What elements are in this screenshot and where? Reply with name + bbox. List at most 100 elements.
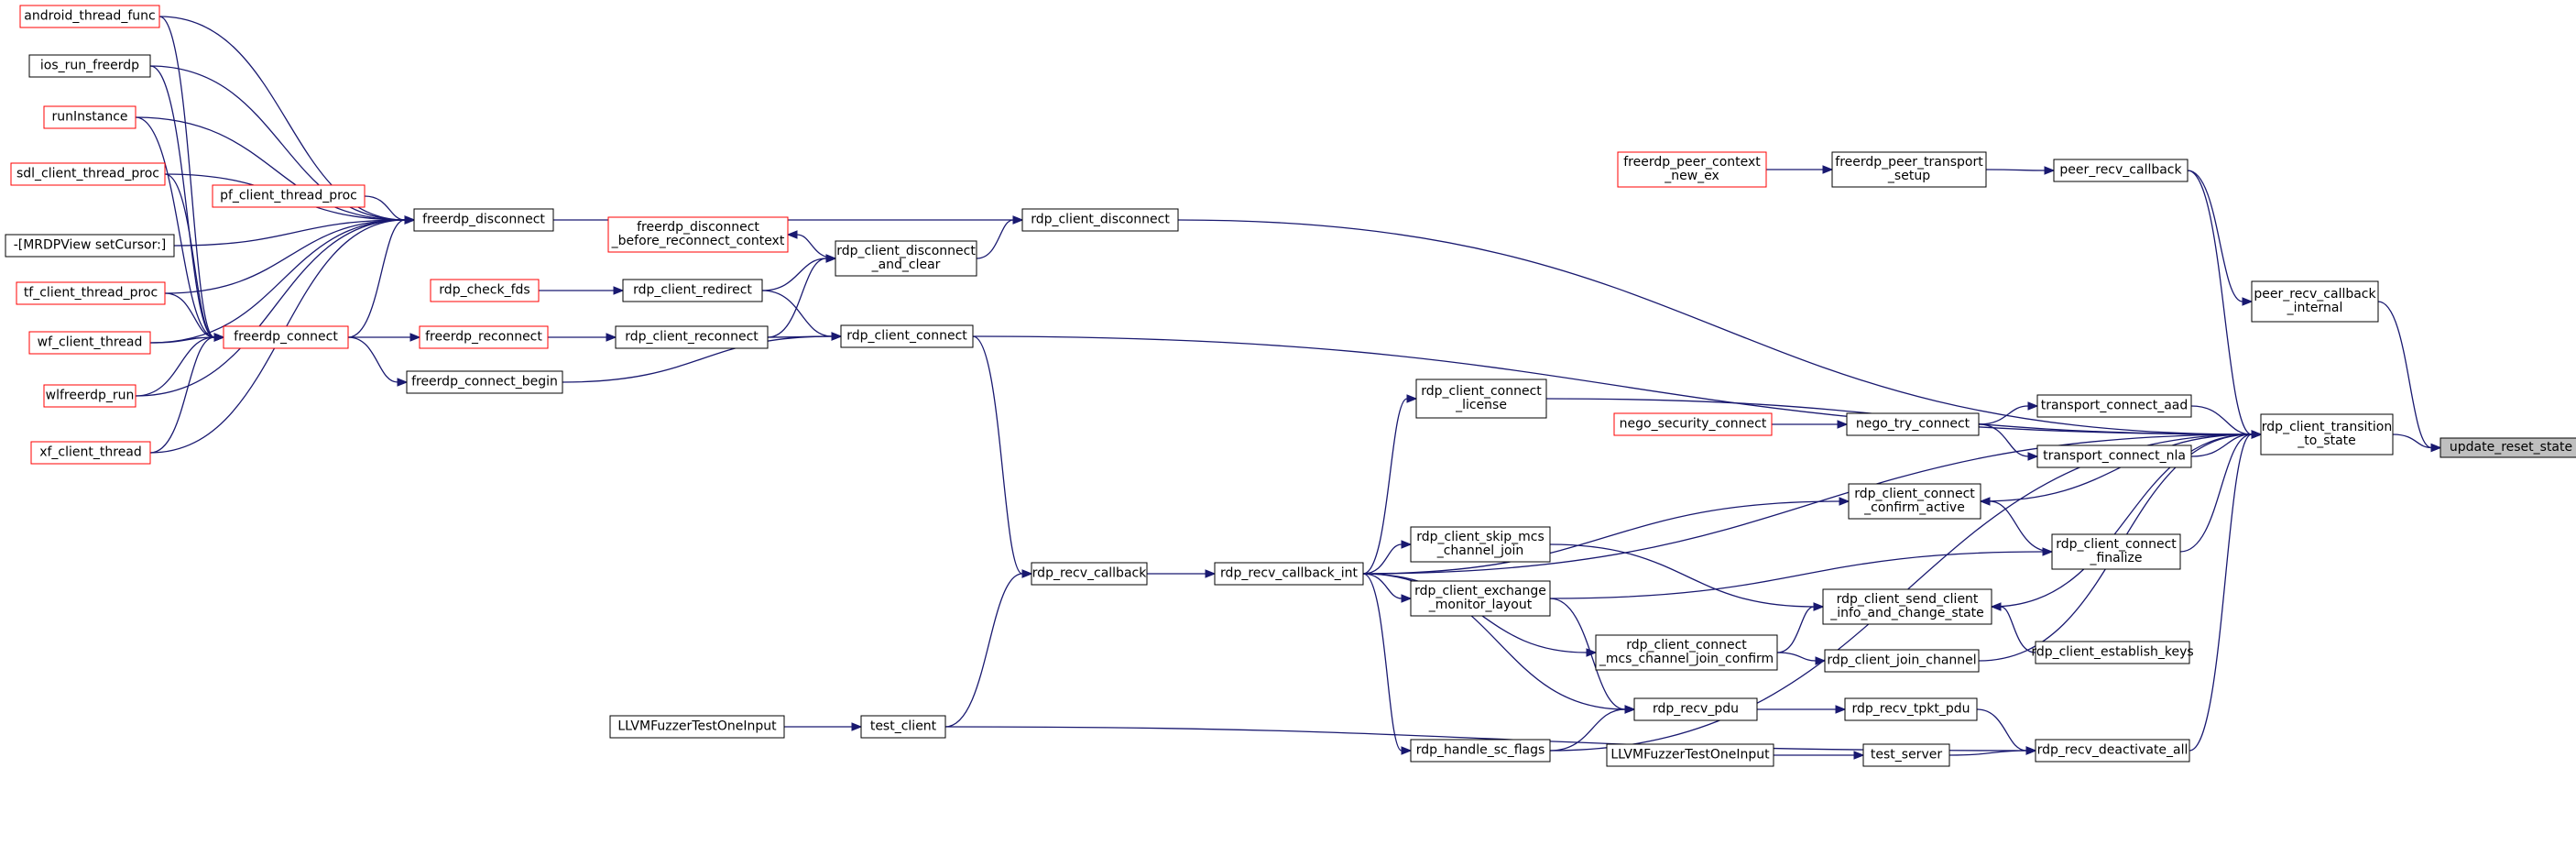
node-rdp-client-transition-to-state[interactable]: rdp_client_transition_to_state: [2260, 413, 2394, 455]
edge-line: [761, 290, 833, 337]
edge-line: [944, 726, 2027, 752]
edge-rdp-client-redirect-to-rdp-client-disconnect-and-clear: [761, 254, 837, 291]
edge-rdp-recv-callback-int-to-rdp-client-skip-mcs-channel-join: [1362, 540, 1413, 575]
node-rdp-handle-sc-flags[interactable]: rdp_handle_sc_flags: [1410, 739, 1551, 763]
edge-line: [347, 219, 406, 338]
node-rdp-client-reconnect[interactable]: rdp_client_reconnect: [615, 325, 769, 349]
node-rdp-check-fds[interactable]: rdp_check_fds: [430, 279, 540, 302]
node-runInstance[interactable]: runInstance: [43, 105, 136, 129]
edge-arrowhead: [851, 722, 863, 731]
node-label: LLVMFuzzerTestOneInput: [1610, 748, 1770, 763]
node-transport-connect-nla[interactable]: transport_connect_nla: [2036, 444, 2192, 468]
node-rdp-client-establish-keys[interactable]: rdp_client_establish_keys: [2031, 641, 2194, 664]
edge-rdp-recv-callback-int-to-rdp-client-connect-confirm-active: [1362, 497, 1850, 575]
node-wf-client-thread[interactable]: wf_client_thread: [28, 331, 151, 355]
edge-rdp-recv-callback-int-to-rdp-client-connect-license: [1362, 394, 1418, 575]
node-box: [1844, 697, 1978, 721]
edge-nego-security-connect-to-nego-try-connect: [1772, 420, 1849, 429]
node-peer-recv-callback-internal[interactable]: peer_recv_callback_internal: [2251, 280, 2379, 323]
node-nego-security-connect[interactable]: nego_security_connect: [1613, 412, 1773, 436]
node-rdp-client-exchange-monitor-layout[interactable]: rdp_client_exchange_monitor_layout: [1410, 580, 1551, 617]
node-rdp-recv-callback-int[interactable]: rdp_recv_callback_int: [1214, 562, 1364, 586]
node-pf-client-thread-proc[interactable]: pf_client_thread_proc: [212, 184, 366, 208]
node-rdp-client-send-client-info-and-change-state[interactable]: rdp_client_send_client_info_and_change_s…: [1822, 588, 1992, 625]
node-box: [2051, 533, 2181, 570]
node-sdl-client-thread-proc[interactable]: sdl_client_thread_proc: [10, 162, 166, 186]
node-freerdp-disconnect-before-reconnect-context[interactable]: freerdp_disconnect_before_reconnect_cont…: [607, 216, 789, 253]
edge-line: [164, 173, 215, 338]
node-rdp-client-skip-mcs-channel-join[interactable]: rdp_client_skip_mcs_channel_join: [1410, 526, 1551, 563]
node-rdp-recv-deactivate-all[interactable]: rdp_recv_deactivate_all: [2035, 739, 2190, 763]
node-tf-client-thread-proc[interactable]: tf_client_thread_proc: [16, 281, 166, 305]
edge-line: [1177, 219, 2253, 435]
node-box: [840, 324, 974, 348]
node-mrdpview-setcursor[interactable]: -[MRDPView setCursor:]: [5, 234, 175, 258]
node-LLVMFuzzerTestOneInput-server[interactable]: LLVMFuzzerTestOneInput: [1606, 743, 1774, 767]
node-label: tf_client_thread_proc: [24, 286, 158, 301]
node-rdp-client-connect-license[interactable]: rdp_client_connect_license: [1415, 379, 1547, 419]
node-rdp-client-disconnect[interactable]: rdp_client_disconnect: [1021, 208, 1179, 232]
node-label: rdp_client_send_client: [1837, 592, 1979, 607]
edge-line: [1549, 543, 1815, 608]
edge-line: [158, 16, 406, 221]
node-rdp-client-connect[interactable]: rdp_client_connect: [840, 324, 974, 348]
node-freerdp-connect[interactable]: freerdp_connect: [223, 325, 349, 349]
node-test-client[interactable]: test_client: [860, 715, 946, 739]
node-wlfreerdp-run[interactable]: wlfreerdp_run: [43, 384, 136, 408]
node-nego-try-connect[interactable]: nego_try_connect: [1846, 412, 1980, 436]
node-label: rdp_client_connect: [1421, 384, 1542, 399]
edge-line: [562, 335, 833, 383]
node-rdp-recv-pdu[interactable]: rdp_recv_pdu: [1633, 697, 1758, 721]
edge-line: [149, 65, 406, 221]
node-label: freerdp_peer_context: [1623, 155, 1761, 170]
node-freerdp-peer-transport-setup[interactable]: freerdp_peer_transport_setup: [1831, 151, 1987, 188]
node-label: rdp_recv_deactivate_all: [2037, 743, 2189, 758]
edge-line: [1549, 551, 2044, 599]
node-freerdp-connect-begin[interactable]: freerdp_connect_begin: [406, 370, 563, 394]
node-box: [609, 715, 785, 739]
node-xf-client-thread[interactable]: xf_client_thread: [30, 441, 151, 465]
node-label: rdp_client_connect: [846, 329, 967, 344]
node-rdp-recv-tpkt-pdu[interactable]: rdp_recv_tpkt_pdu: [1844, 697, 1978, 721]
node-peer-recv-callback[interactable]: peer_recv_callback: [2053, 159, 2189, 182]
edge-rdp-client-exchange-monitor-layout-to-rdp-client-connect-finalize: [1549, 547, 2054, 599]
node-rdp-client-connect-finalize[interactable]: rdp_client_connect_finalize: [2051, 533, 2181, 570]
node-rdp-client-connect-confirm-active[interactable]: rdp_client_connect_confirm_active: [1848, 483, 1981, 520]
node-rdp-client-join-channel[interactable]: rdp_client_join_channel: [1824, 649, 1980, 673]
node-rdp-client-connect-mcs-channel-join-confirm[interactable]: rdp_client_connect_mcs_channel_join_conf…: [1595, 634, 1778, 671]
node-label: freerdp_connect_begin: [411, 375, 558, 390]
node-box: [860, 715, 946, 739]
node-box: [1021, 208, 1179, 232]
node-box: [1410, 526, 1551, 563]
node-freerdp-peer-context-new-ex[interactable]: freerdp_peer_context_new_ex: [1617, 151, 1767, 188]
node-label: rdp_client_reconnect: [625, 330, 759, 345]
node-box: [2036, 444, 2192, 468]
node-label: rdp_check_fds: [439, 283, 529, 298]
node-transport-connect-aad[interactable]: transport_connect_aad: [2036, 394, 2192, 418]
edge-line: [135, 116, 215, 338]
node-box: [1633, 697, 1758, 721]
node-box: [430, 279, 540, 302]
edge-arrowhead: [825, 254, 837, 263]
node-test-server[interactable]: test_server: [1862, 743, 1950, 767]
node-update-reset-state[interactable]: update_reset_state: [2440, 437, 2576, 458]
node-LLVMFuzzerTestOneInput-client[interactable]: LLVMFuzzerTestOneInput: [609, 715, 785, 739]
edge-arrowhead: [1624, 705, 1636, 714]
edge-rdp-client-establish-keys-to-rdp-client-send-client-info-and-change-state: [1990, 602, 2036, 653]
node-label: _to_state: [2297, 433, 2356, 448]
node-rdp-client-disconnect-and-clear[interactable]: rdp_client_disconnect_and_clear: [835, 240, 977, 277]
node-label: nego_security_connect: [1620, 417, 1767, 432]
node-box: [1617, 151, 1767, 188]
node-ios-run-freerdp[interactable]: ios_run_freerdp: [28, 54, 151, 78]
node-rdp-client-redirect[interactable]: rdp_client_redirect: [622, 279, 763, 302]
edge-rdp-recv-callback-int-to-rdp-handle-sc-flags: [1362, 573, 1413, 755]
node-label: rdp_client_join_channel: [1827, 653, 1976, 668]
node-freerdp-disconnect[interactable]: freerdp_disconnect: [413, 208, 554, 232]
node-label: _license: [1455, 398, 1507, 412]
edge-line: [135, 336, 215, 397]
edge-LLVMFuzzerTestOneInput-client-to-test-client: [784, 722, 863, 731]
node-label: rdp_client_connect: [1854, 487, 1975, 501]
node-android-thread-func[interactable]: android_thread_func: [19, 5, 160, 28]
node-rdp-recv-callback[interactable]: rdp_recv_callback: [1031, 562, 1148, 586]
node-freerdp-reconnect[interactable]: freerdp_reconnect: [419, 325, 549, 349]
